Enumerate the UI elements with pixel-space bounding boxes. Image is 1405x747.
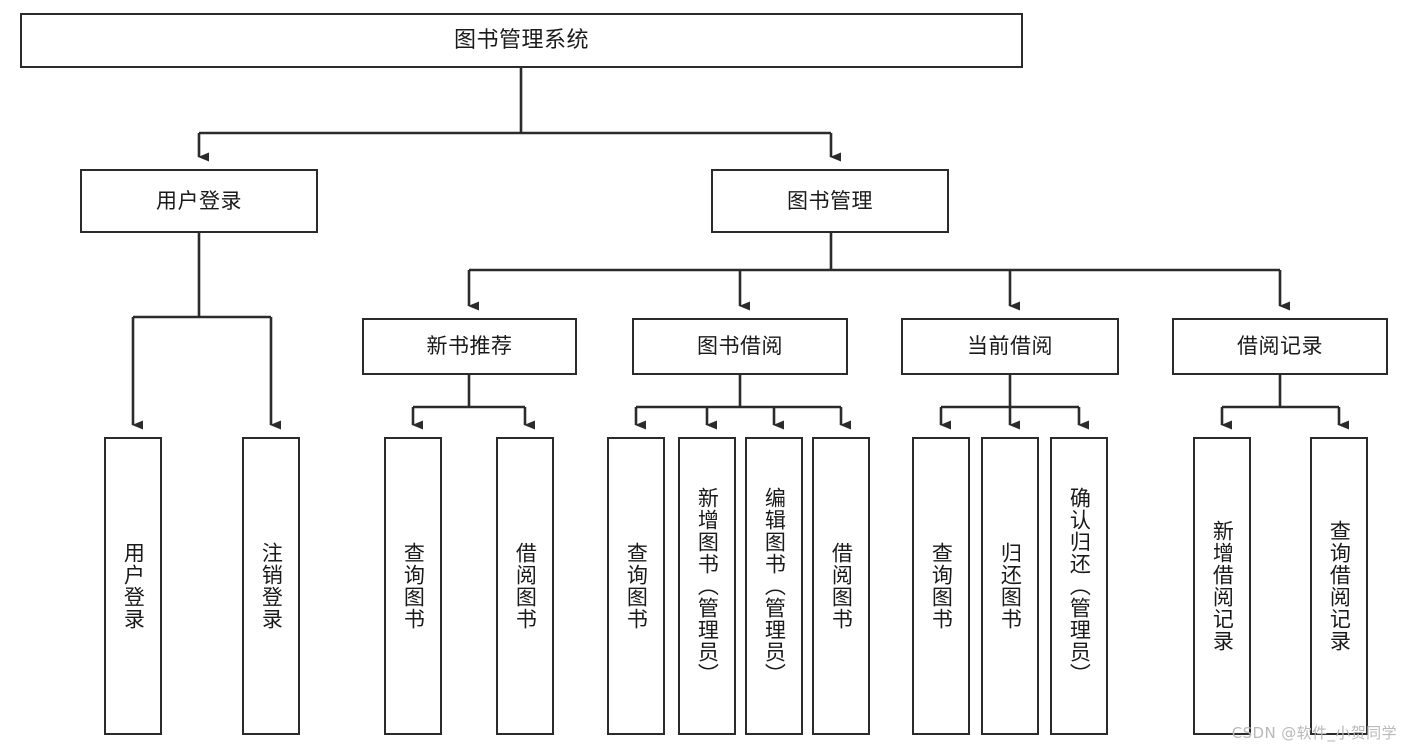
node-leaf-borrow-book-2[interactable]: 借阅图书: [812, 437, 870, 735]
node-new-book-recommend[interactable]: 新书推荐: [362, 318, 577, 375]
node-leaf-query-record[interactable]: 查询借阅记录: [1310, 437, 1368, 735]
node-user-login-label: 用户登录: [156, 188, 242, 213]
watermark: CSDN @软件_小贺同学: [1231, 724, 1397, 742]
node-leaf-borrow-book-1[interactable]: 借阅图书: [496, 437, 554, 735]
node-leaf-query-book-3-label: 查询图书: [929, 542, 954, 630]
node-new-book-recommend-label: 新书推荐: [426, 334, 513, 359]
node-leaf-query-book-2[interactable]: 查询图书: [607, 437, 665, 735]
node-book-borrow[interactable]: 图书借阅: [632, 318, 848, 375]
node-leaf-confirm-return-label: 确认归还（管理员）: [1067, 487, 1092, 685]
node-book-management[interactable]: 图书管理: [711, 169, 949, 233]
node-leaf-edit-book[interactable]: 编辑图书（管理员）: [745, 437, 803, 735]
node-leaf-query-book-1[interactable]: 查询图书: [384, 437, 442, 735]
node-user-login[interactable]: 用户登录: [80, 169, 318, 233]
node-leaf-query-record-label: 查询借阅记录: [1327, 520, 1352, 652]
node-leaf-add-record[interactable]: 新增借阅记录: [1193, 437, 1251, 735]
node-leaf-borrow-book-1-label: 借阅图书: [513, 542, 538, 630]
node-borrow-record-label: 借阅记录: [1237, 334, 1323, 359]
node-leaf-add-record-label: 新增借阅记录: [1210, 520, 1235, 652]
node-leaf-edit-book-label: 编辑图书（管理员）: [762, 487, 787, 685]
node-leaf-query-book-3[interactable]: 查询图书: [912, 437, 970, 735]
node-leaf-add-book[interactable]: 新增图书（管理员）: [678, 437, 736, 735]
node-leaf-return-book[interactable]: 归还图书: [981, 437, 1039, 735]
node-leaf-user-login[interactable]: 用户登录: [104, 437, 162, 735]
node-current-borrow[interactable]: 当前借阅: [901, 318, 1119, 375]
node-leaf-borrow-book-2-label: 借阅图书: [829, 542, 854, 630]
node-root-label: 图书管理系统: [453, 27, 589, 53]
node-current-borrow-label: 当前借阅: [967, 334, 1053, 359]
node-borrow-record[interactable]: 借阅记录: [1172, 318, 1388, 375]
node-leaf-logout-label: 注销登录: [259, 542, 284, 630]
node-leaf-return-book-label: 归还图书: [998, 542, 1023, 630]
node-leaf-logout[interactable]: 注销登录: [242, 437, 300, 735]
node-book-borrow-label: 图书借阅: [697, 334, 783, 359]
node-leaf-user-login-label: 用户登录: [121, 542, 146, 630]
node-leaf-confirm-return[interactable]: 确认归还（管理员）: [1050, 437, 1108, 735]
node-root[interactable]: 图书管理系统: [20, 13, 1023, 68]
node-leaf-query-book-2-label: 查询图书: [624, 542, 649, 630]
node-leaf-add-book-label: 新增图书（管理员）: [695, 487, 720, 685]
node-leaf-query-book-1-label: 查询图书: [401, 542, 426, 630]
node-book-management-label: 图书管理: [787, 188, 873, 213]
